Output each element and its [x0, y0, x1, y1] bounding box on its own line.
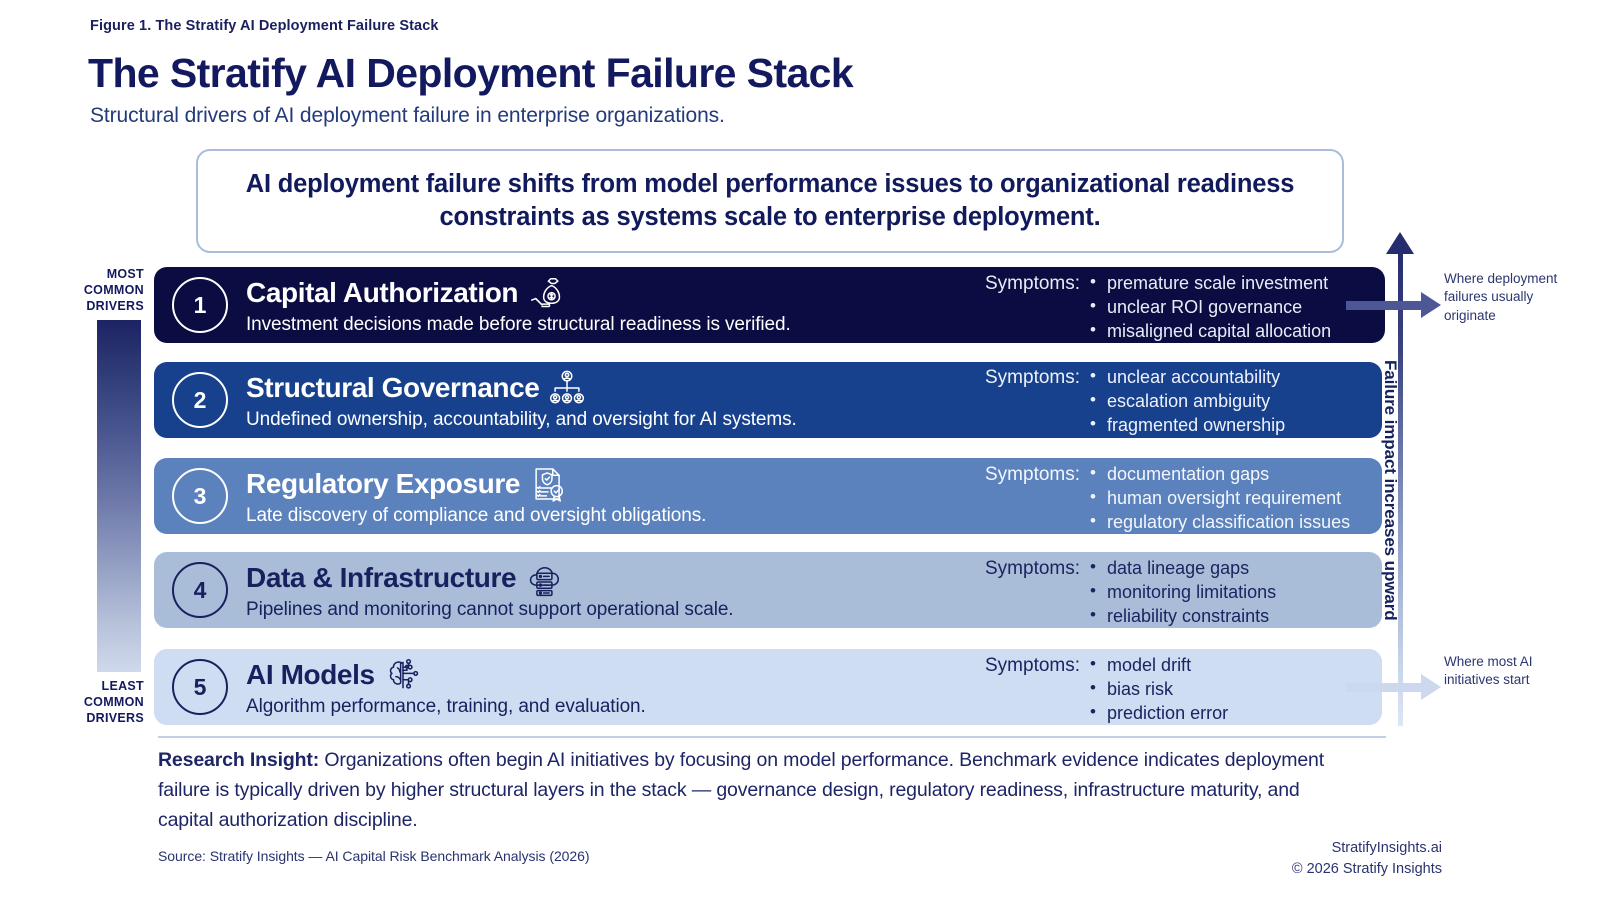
symptoms-block-1: Symptoms: premature scale investment unc…	[985, 271, 1331, 344]
layer-description-1: Investment decisions made before structu…	[246, 313, 791, 335]
symptom-item: bias risk	[1090, 677, 1228, 702]
symptom-item: escalation ambiguity	[1090, 389, 1285, 414]
symptoms-block-4: Symptoms: data lineage gaps monitoring l…	[985, 556, 1276, 629]
stack-row-5-head: AI Models	[246, 656, 646, 694]
symptom-item: prediction error	[1090, 701, 1228, 726]
symptoms-label-1: Symptoms:	[985, 273, 1081, 294]
stack-row-4-badge-wrap: 4	[154, 552, 228, 628]
source-line: Source: Stratify Insights — AI Capital R…	[158, 848, 590, 864]
rank-badge-1: 1	[172, 277, 228, 333]
symptom-item: reliability constraints	[1090, 604, 1276, 629]
symptom-item: regulatory classification issues	[1090, 510, 1350, 535]
brain-circuit-icon	[389, 658, 418, 689]
symptom-item: premature scale investment	[1090, 271, 1331, 296]
stack-row-4-head: Data & Infrastructure	[246, 559, 733, 597]
impact-axis-arrowhead-icon	[1386, 232, 1414, 254]
layer-title-5: AI Models	[246, 658, 375, 690]
brand-copyright: © 2026 Stratify Insights	[1291, 861, 1442, 878]
symptom-item: model drift	[1090, 653, 1228, 678]
research-insight-label: Research Insight:	[158, 749, 320, 771]
layer-description-5: Algorithm performance, training, and eva…	[246, 695, 646, 717]
stack-row-3-head: Regulatory Exposure	[246, 465, 706, 503]
page-subtitle: Structural drivers of AI deployment fail…	[90, 104, 725, 127]
annotation-top: Where deployment failures usually origin…	[1444, 271, 1558, 323]
rank-badge-2: 2	[172, 372, 228, 428]
impact-axis-line	[1398, 248, 1403, 726]
top-leader-arrow-icon	[1346, 292, 1441, 318]
footer-divider	[158, 736, 1386, 738]
rank-badge-4: 4	[172, 562, 228, 618]
layer-description-4: Pipelines and monitoring cannot support …	[246, 598, 734, 620]
layer-title-1: Capital Authorization	[246, 276, 519, 308]
layer-title-4: Data & Infrastructure	[246, 561, 517, 593]
stack-row-5-body: AI Models Algorithm performance, trainin…	[228, 649, 646, 725]
symptoms-list-4: data lineage gaps monitoring limitations…	[1090, 556, 1276, 629]
symptoms-label-4: Symptoms:	[985, 558, 1081, 579]
compliance-document-shield-icon	[535, 467, 564, 502]
symptom-item: fragmented ownership	[1090, 413, 1285, 438]
layer-description-2: Undefined ownership, accountability, and…	[246, 408, 797, 430]
symptom-item: monitoring limitations	[1090, 580, 1276, 605]
symptom-item: misaligned capital allocation	[1090, 319, 1331, 344]
thesis-callout-text: AI deployment failure shifts from model …	[245, 169, 1295, 231]
rank-badge-3: 3	[172, 468, 228, 524]
stack-row-3-body: Regulatory Exposure Late discovery of co…	[228, 458, 706, 534]
page-title: The Stratify AI Deployment Failure Stack	[88, 50, 854, 96]
symptoms-block-2: Symptoms: unclear accountability escalat…	[985, 365, 1285, 438]
stack-row-1-head: Capital Authorization	[246, 274, 791, 312]
leader-arrow-head	[1421, 674, 1441, 700]
symptoms-block-3: Symptoms: documentation gaps human overs…	[985, 462, 1350, 535]
stack-row-3-badge-wrap: 3	[154, 458, 228, 534]
layer-title-2: Structural Governance	[246, 371, 540, 403]
leader-arrow-shaft	[1346, 300, 1421, 310]
symptom-item: data lineage gaps	[1090, 556, 1276, 581]
figure-caption: Figure 1. The Stratify AI Deployment Fai…	[90, 18, 439, 34]
layer-title-3: Regulatory Exposure	[246, 467, 521, 499]
cloud-server-icon	[529, 566, 560, 596]
research-insight-text: Organizations often begin AI initiatives…	[158, 749, 1325, 832]
symptoms-block-5: Symptoms: model drift bias risk predicti…	[985, 653, 1228, 726]
annotation-bottom: Where most AI initiatives start	[1444, 654, 1533, 688]
symptom-item: unclear ROI governance	[1090, 295, 1331, 320]
symptoms-list-3: documentation gaps human oversight requi…	[1090, 462, 1350, 535]
symptoms-list-1: premature scale investment unclear ROI g…	[1090, 271, 1331, 344]
stack-row-2-body: Structural Governance Undefined ownershi…	[228, 362, 797, 438]
symptom-item: documentation gaps	[1090, 462, 1350, 487]
frequency-gradient-bar	[97, 320, 141, 672]
stack-row-5-badge-wrap: 5	[154, 649, 228, 725]
brand-block: StratifyInsights.ai © 2026 Stratify Insi…	[1292, 838, 1442, 880]
scale-label-least-common: LEAST COMMON DRIVERS	[83, 679, 144, 725]
layer-description-3: Late discovery of compliance and oversig…	[246, 504, 707, 526]
stack-row-1-badge-wrap: 1	[154, 267, 228, 343]
stack-row-2-badge-wrap: 2	[154, 362, 228, 438]
symptoms-label-2: Symptoms:	[985, 367, 1081, 388]
symptoms-label-5: Symptoms:	[985, 655, 1081, 676]
brand-site: StratifyInsights.ai	[1331, 840, 1442, 856]
symptom-item: human oversight requirement	[1090, 486, 1350, 511]
thesis-callout: AI deployment failure shifts from model …	[196, 149, 1344, 253]
stack-row-2-head: Structural Governance	[246, 369, 797, 407]
leader-arrow-head	[1421, 292, 1441, 318]
research-insight: Research Insight: Organizations often be…	[158, 745, 1343, 836]
leader-arrow-shaft	[1346, 682, 1421, 692]
money-bag-in-hand-icon	[531, 277, 561, 307]
impact-axis-caption: Failure impact increases upward	[1381, 360, 1400, 621]
symptoms-list-5: model drift bias risk prediction error	[1090, 653, 1228, 726]
rank-badge-5: 5	[172, 659, 228, 715]
stack-row-4-body: Data & Infrastructure Pipelines and moni…	[228, 552, 734, 628]
symptoms-list-2: unclear accountability escalation ambigu…	[1090, 365, 1285, 438]
scale-label-most-common: MOST COMMON DRIVERS	[83, 267, 144, 313]
symptoms-label-3: Symptoms:	[985, 464, 1081, 485]
org-chart-hierarchy-icon	[550, 370, 585, 404]
stack-row-1-body: Capital Authorization Investment decisio…	[228, 267, 791, 343]
bottom-leader-arrow-icon	[1346, 674, 1441, 700]
symptom-item: unclear accountability	[1090, 365, 1285, 390]
